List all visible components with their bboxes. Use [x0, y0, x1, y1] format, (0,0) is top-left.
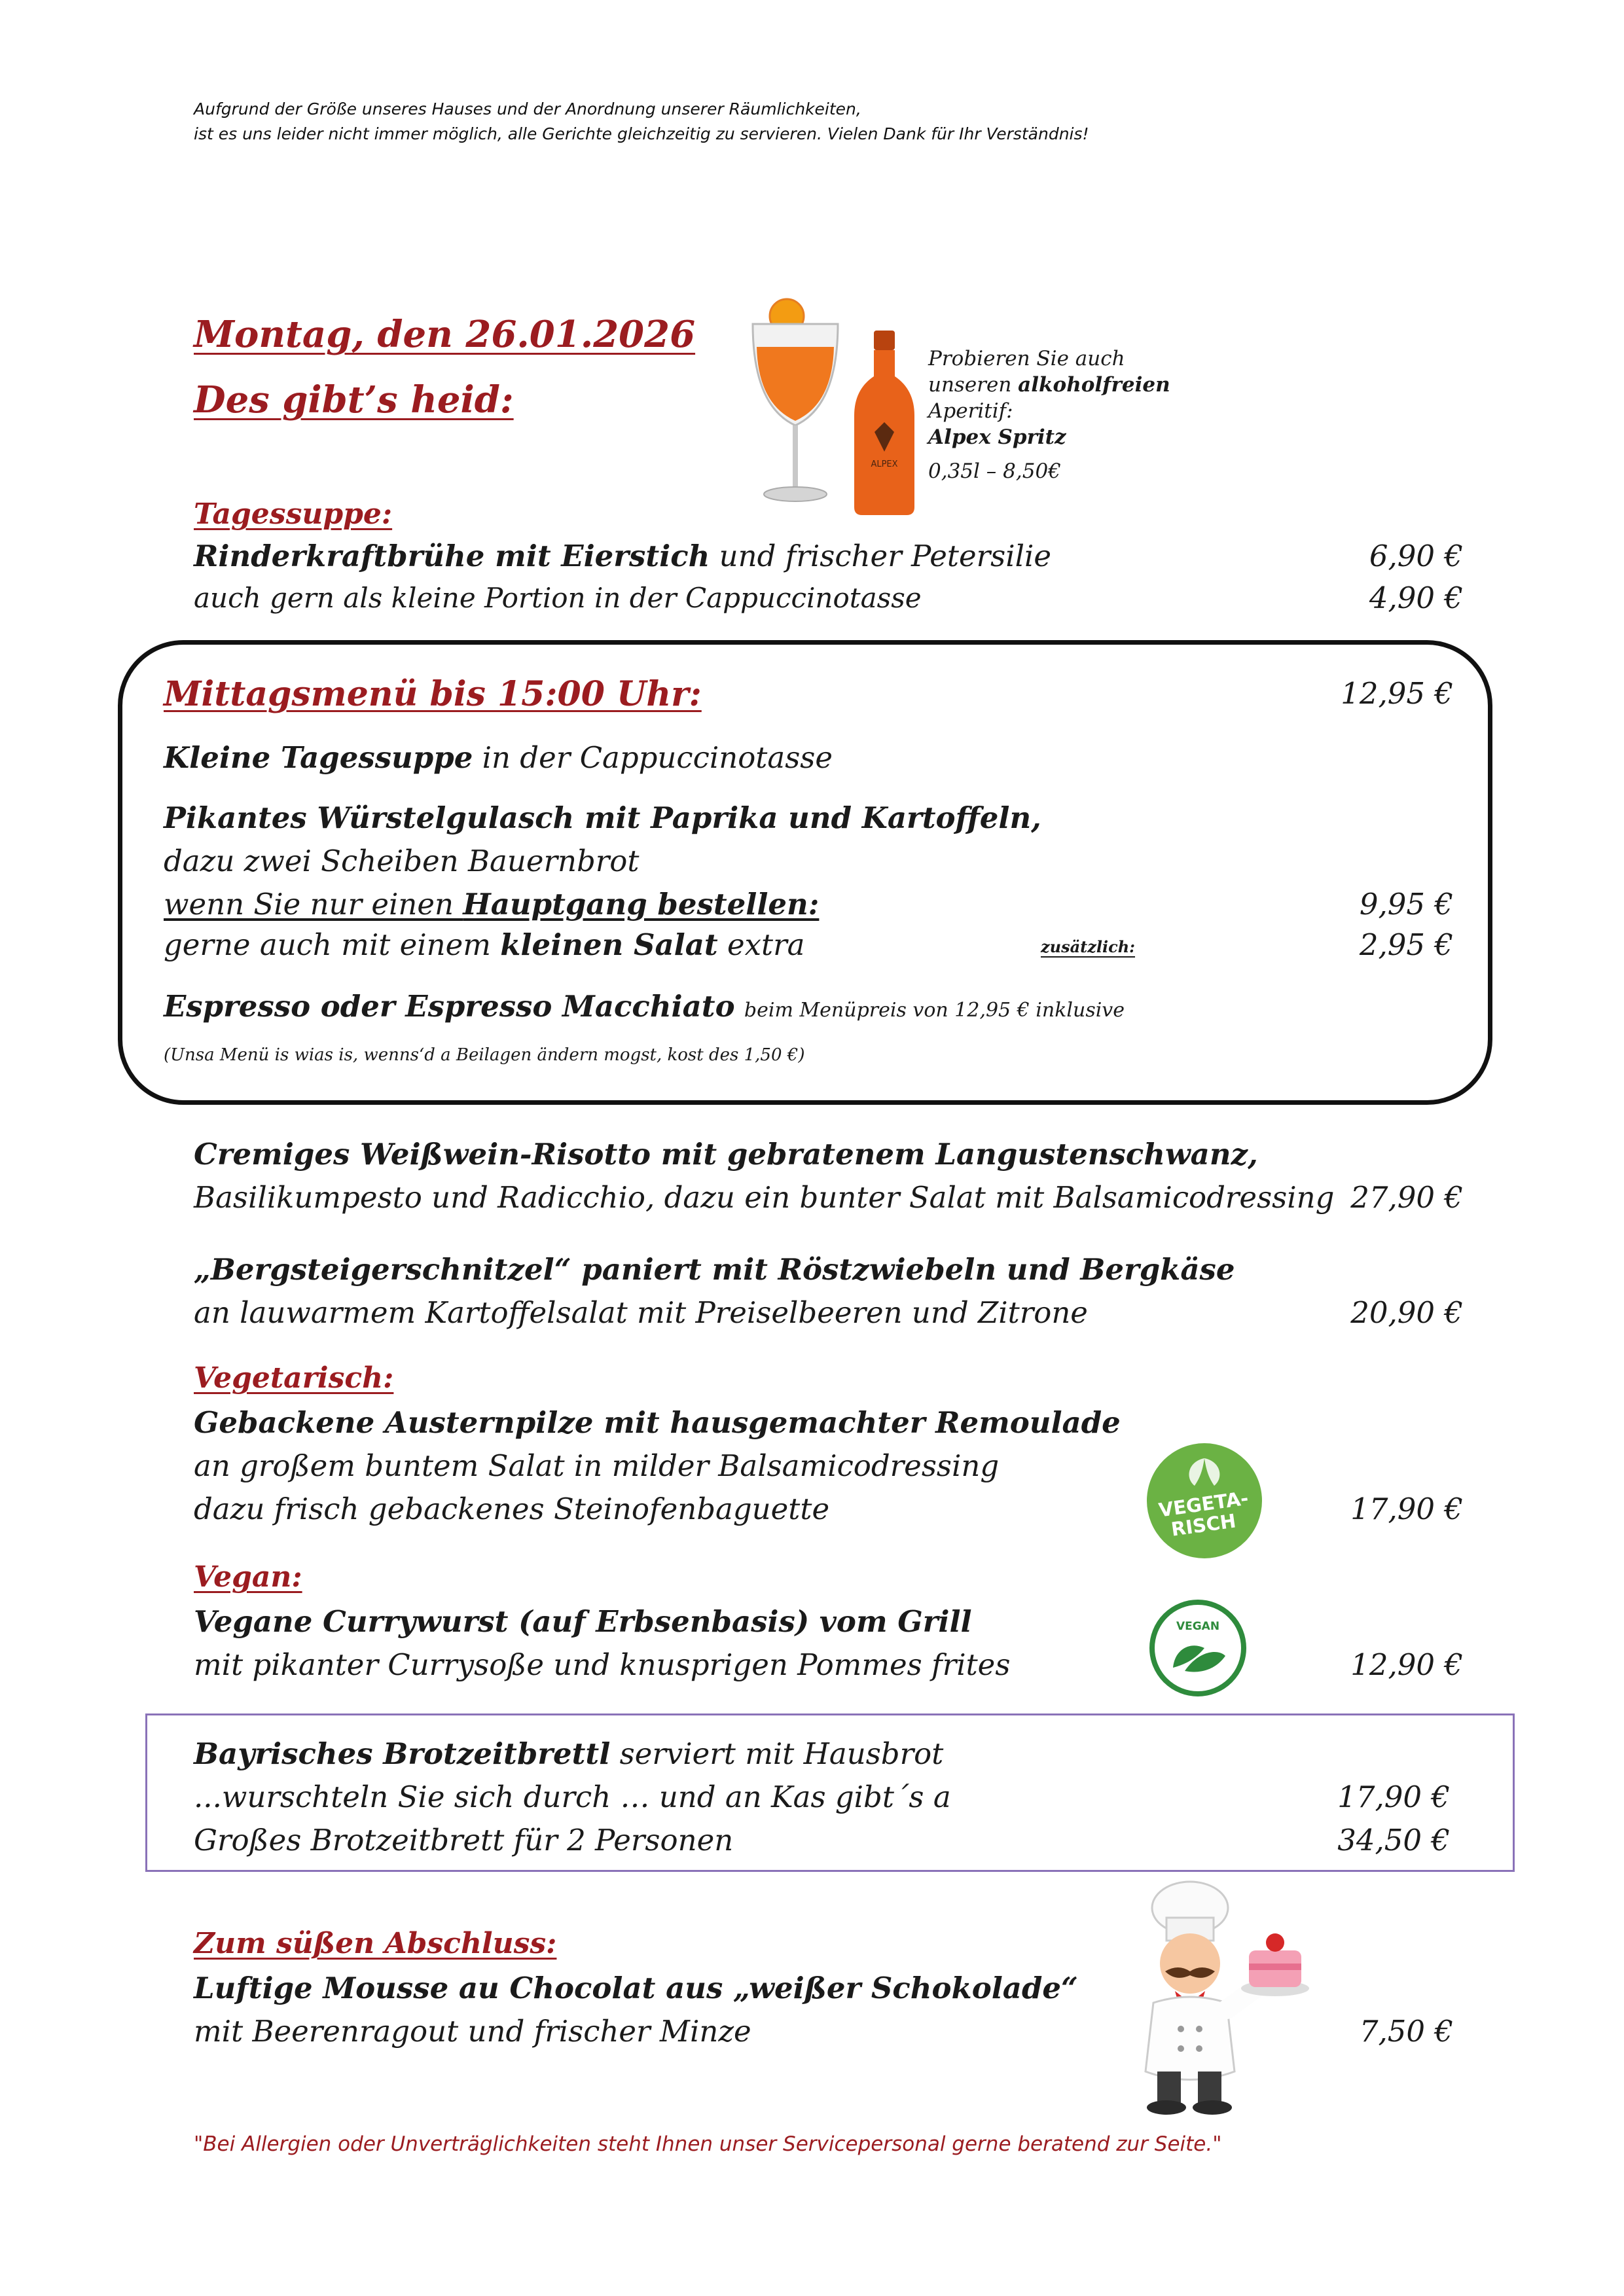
soup-name-rest: und frischer Petersilie — [710, 539, 1052, 573]
vegetarian-badge-icon: VEGETA- RISCH — [1147, 1443, 1262, 1558]
soup-small-price: 4,90 € — [1369, 581, 1463, 615]
soup-heading: Tagessuppe: — [194, 497, 393, 531]
notice-line-1: Aufgrund der Größe unseres Hauses und de… — [194, 99, 861, 118]
glass-stem — [793, 425, 798, 488]
lunch-soup-rest: in der Cappuccinotasse — [473, 740, 833, 775]
dish-schnitzel-title: „Bergsteigerschnitzel“ paniert mit Röstz… — [194, 1252, 1235, 1287]
lunch-price: 12,95 € — [1341, 676, 1453, 711]
dish-risotto-title: Cremiges Weißwein-Risotto mit gebratenem… — [194, 1137, 1258, 1172]
soup-name-bold: Rinderkraftbrühe mit Eierstich — [194, 539, 710, 573]
brotzeit-price-1: 17,90 € — [1337, 1780, 1450, 1814]
vegan-price: 12,90 € — [1350, 1647, 1463, 1682]
notice: Aufgrund der Größe unseres Hauses und de… — [194, 97, 1089, 147]
vegan-leaf-right-icon — [1185, 1651, 1225, 1672]
ibex-icon — [875, 422, 894, 452]
bottle-label: ALPEX — [871, 459, 897, 469]
notice-line-2: ist es uns leider nicht immer möglich, a… — [194, 124, 1089, 143]
lunch-footnote: (Unsa Menü is wias is, wenns‘d a Beilage… — [164, 1045, 805, 1065]
dish-risotto-desc: Basilikumpesto und Radicchio, dazu ein b… — [194, 1180, 1335, 1215]
chef-button-2 — [1196, 2026, 1202, 2032]
promo-price: 0,35l – 8,50€ — [928, 459, 1061, 483]
chef-button-4 — [1196, 2045, 1202, 2052]
chef-button-3 — [1178, 2045, 1184, 2052]
lunch-salad-price: 2,95 € — [1359, 927, 1453, 962]
promo-line-2-bold: alkoholfreien — [1018, 373, 1170, 397]
cherry-icon — [1266, 1933, 1284, 1952]
lunch-salad-prefix: gerne auch mit einem — [164, 927, 501, 962]
chef-shoe-left — [1147, 2100, 1186, 2115]
bottle-cap — [874, 331, 895, 350]
vegan-desc: mit pikanter Currysoße und knusprigen Po… — [194, 1647, 1011, 1682]
promo-line-1: Probieren Sie auch — [928, 347, 1125, 370]
brotzeit-line-3: Großes Brotzeitbrett für 2 Personen — [194, 1823, 734, 1857]
page-title-date: Montag, den 26.01.2026 — [194, 313, 696, 356]
soup-small-portion: auch gern als kleine Portion in der Capp… — [194, 582, 922, 614]
brotzeit-frame — [145, 1713, 1515, 1872]
brotzeit-line-2: ...wurschteln Sie sich durch … und an Ka… — [194, 1780, 951, 1814]
promo-text: Probieren Sie auch unseren alkoholfreien… — [928, 346, 1170, 484]
glass-foot — [763, 486, 827, 502]
dessert-desc: mit Beerenragout und frischer Minze — [194, 2014, 751, 2049]
promo-line-2-prefix: unseren — [928, 373, 1019, 397]
lunch-main-only-prefix: wenn Sie nur einen — [164, 887, 463, 922]
brotzeit-title-bold: Bayrisches Brotzeitbrettl — [194, 1736, 611, 1771]
lunch-salad-bold: kleinen Salat — [500, 927, 718, 962]
lunch-coffee-bold: Espresso oder Espresso Macchiato — [164, 989, 735, 1024]
vegetarian-desc-2: dazu frisch gebackenes Steinofenbaguette — [194, 1492, 830, 1526]
chef-leg-right — [1198, 2072, 1221, 2104]
chef-with-cake-image — [1144, 1880, 1309, 2115]
lunch-menu-frame — [118, 640, 1492, 1105]
lunch-coffee: Espresso oder Espresso Macchiato beim Me… — [164, 987, 1125, 1030]
promo-product: Alpex Spritz — [928, 425, 1066, 449]
soup-name: Rinderkraftbrühe mit Eierstich und frisc… — [194, 537, 1051, 576]
chef-leg-left — [1157, 2072, 1181, 2104]
cake-layer — [1249, 1964, 1301, 1970]
vegetarian-badge-circle — [1147, 1443, 1262, 1558]
vegan-leaf-left-icon — [1173, 1645, 1204, 1668]
vegan-title: Vegane Currywurst (auf Erbsenbasis) vom … — [194, 1604, 972, 1639]
chef-shoe-right — [1193, 2100, 1232, 2115]
lunch-coffee-note: beim Menüpreis von 12,95 € inklusive — [744, 999, 1125, 1022]
soup-price: 6,90 € — [1369, 539, 1463, 573]
vegan-badge-label: VEGAN — [1176, 1620, 1219, 1633]
brotzeit-title: Bayrisches Brotzeitbrettl serviert mit H… — [194, 1734, 943, 1774]
dessert-price: 7,50 € — [1359, 2014, 1453, 2049]
lunch-main-only: wenn Sie nur einen Hauptgang bestellen: — [164, 885, 819, 924]
chef-face — [1160, 1933, 1220, 1994]
vegan-heading: Vegan: — [194, 1560, 302, 1594]
lunch-heading: Mittagsmenü bis 15:00 Uhr: — [164, 674, 702, 714]
vegetarian-heading: Vegetarisch: — [194, 1361, 394, 1395]
lunch-main-only-price: 9,95 € — [1359, 887, 1453, 922]
leaf-icon — [1189, 1458, 1220, 1486]
lunch-soup: Kleine Tagessuppe in der Cappuccinotasse — [164, 738, 833, 778]
lunch-main-sub: dazu zwei Scheiben Bauernbrot — [164, 844, 640, 878]
brotzeit-title-rest: serviert mit Hausbrot — [610, 1736, 944, 1771]
chef-button-1 — [1178, 2026, 1184, 2032]
spritz-drink-image: ALPEX — [751, 298, 914, 515]
lunch-extra-label: zusätzlich: — [1041, 937, 1136, 956]
lunch-main-only-bold: Hauptgang bestellen: — [463, 887, 820, 922]
allergy-note-text: "Bei Allergien oder Unverträglichkeiten … — [194, 2132, 1222, 2156]
lunch-main-title: Pikantes Würstelgulasch mit Paprika und … — [164, 800, 1041, 835]
vegetarian-price: 17,90 € — [1350, 1492, 1463, 1526]
lunch-salad: gerne auch mit einem kleinen Salat extra — [164, 925, 804, 965]
lunch-salad-post: extra — [717, 927, 805, 962]
vegetarian-title: Gebackene Austernpilze mit hausgemachter… — [194, 1405, 1121, 1440]
dish-schnitzel-desc: an lauwarmem Kartoffelsalat mit Preiselb… — [194, 1295, 1088, 1330]
page-subtitle: Des gibt’s heid: — [194, 378, 514, 422]
promo-line-3: Aperitif: — [928, 399, 1013, 423]
dish-risotto-price: 27,90 € — [1350, 1180, 1463, 1215]
spritz-liquid — [757, 347, 834, 421]
dessert-heading: Zum süßen Abschluss: — [194, 1927, 557, 1960]
vegetarian-desc-1: an großem buntem Salat in milder Balsami… — [194, 1448, 1000, 1483]
dish-schnitzel-price: 20,90 € — [1350, 1295, 1463, 1330]
dessert-title: Luftige Mousse au Chocolat aus „weißer S… — [194, 1971, 1078, 2005]
lunch-soup-bold: Kleine Tagessuppe — [164, 740, 473, 775]
vegan-badge-icon: VEGAN — [1149, 1600, 1246, 1696]
allergy-note: "Bei Allergien oder Unverträglichkeiten … — [194, 2132, 1222, 2156]
chef-mustache — [1165, 1967, 1215, 1978]
brotzeit-price-2: 34,50 € — [1337, 1823, 1450, 1857]
promo-line-2: unseren alkoholfreien — [928, 372, 1170, 398]
